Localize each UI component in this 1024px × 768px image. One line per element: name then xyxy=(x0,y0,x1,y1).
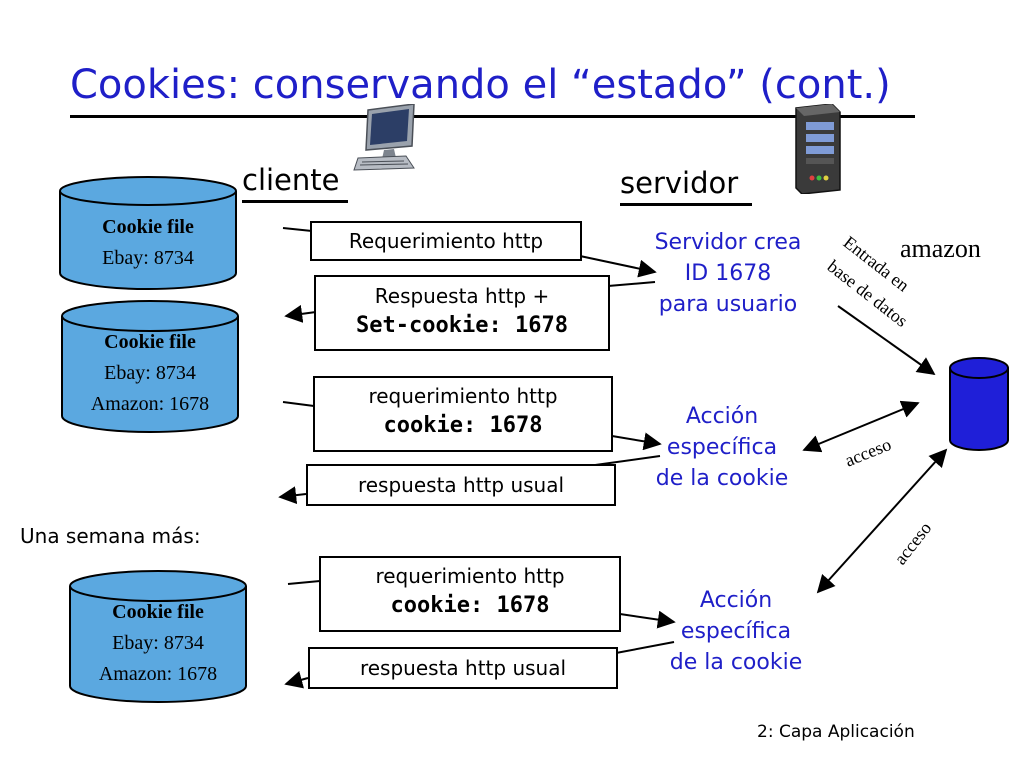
cookie-entry: Ebay: 8734 xyxy=(102,247,194,269)
req3-arrow-start xyxy=(287,580,321,585)
request-label: requerimiento http xyxy=(368,384,558,408)
req3-arrow xyxy=(619,610,676,629)
cookie-file-cylinder-2 xyxy=(61,300,239,433)
note-line: Servidor crea xyxy=(654,230,802,255)
entrada-arrow xyxy=(837,305,936,376)
response-set-cookie-box: Respuesta http + Set-cookie: 1678 xyxy=(314,275,610,351)
acceso2-arrow xyxy=(816,448,948,594)
request-label: requerimiento http xyxy=(375,564,565,588)
response-http-box-2: respuesta http usual xyxy=(306,464,616,506)
response-http-box-3: respuesta http usual xyxy=(308,647,618,689)
cookie-file-cylinder-3 xyxy=(69,570,247,703)
servidor-header: servidor xyxy=(620,166,739,200)
req1-arrow xyxy=(579,255,657,278)
note-line: Acción xyxy=(685,404,759,429)
response-label: respuesta http usual xyxy=(359,656,567,680)
resp3-arrow-start xyxy=(615,641,675,654)
set-cookie-header: Set-cookie: 1678 xyxy=(356,313,568,338)
resp1-arrow-start xyxy=(607,281,656,287)
cookie-header: cookie: 1678 xyxy=(390,593,550,618)
desktop-computer-icon xyxy=(353,104,415,171)
acceso1-arrow xyxy=(802,400,920,453)
cookie-file-heading: Cookie file xyxy=(112,601,204,623)
servidor-underline xyxy=(620,203,752,206)
response-label: respuesta http usual xyxy=(357,473,565,497)
note-line: de la cookie xyxy=(669,650,803,675)
cookie-entry: Amazon: 1678 xyxy=(90,393,210,415)
cliente-underline xyxy=(242,200,348,203)
footer-chapter: 2: Capa Aplicación xyxy=(757,722,915,742)
server-creates-id-note: Servidor crea ID 1678 para usuario xyxy=(628,227,828,320)
slide-title: Cookies: conservando el “estado” (cont.) xyxy=(70,62,891,108)
cookie-file-heading: Cookie file xyxy=(102,216,194,238)
cookie-entry: Ebay: 8734 xyxy=(104,362,196,384)
note-line: ID 1678 xyxy=(684,261,772,286)
cookie-action-note-1: Acción específica de la cookie xyxy=(622,401,822,494)
note-line: para usuario xyxy=(658,292,798,317)
cookie-header: cookie: 1678 xyxy=(383,413,543,438)
request-http-box-2: requerimiento http cookie: 1678 xyxy=(313,376,613,452)
cookie-action-note-2: Acción específica de la cookie xyxy=(636,585,836,678)
request-label: Requerimiento http xyxy=(348,229,544,253)
title-underline xyxy=(70,115,915,118)
resp2-arrow xyxy=(278,486,307,505)
one-week-later-label: Una semana más: xyxy=(20,524,201,548)
resp3-arrow xyxy=(284,671,309,689)
note-line: específica xyxy=(666,435,778,460)
cookie-file-1-text: Cookie file Ebay: 8734 xyxy=(58,212,238,274)
cliente-header: cliente xyxy=(242,163,340,197)
req1-arrow-start xyxy=(282,227,313,232)
response-label: Respuesta http + xyxy=(374,284,550,308)
server-tower-icon xyxy=(795,104,841,194)
cookie-entry: Amazon: 1678 xyxy=(98,663,218,685)
cookie-file-heading: Cookie file xyxy=(104,331,196,353)
req2-arrow xyxy=(611,432,662,451)
request-http-box-3: requerimiento http cookie: 1678 xyxy=(319,556,621,632)
database-cylinder-icon xyxy=(949,357,1009,451)
note-line: de la cookie xyxy=(655,466,789,491)
cookie-file-2-text: Cookie file Ebay: 8734 Amazon: 1678 xyxy=(60,327,240,420)
note-line: Acción xyxy=(699,588,773,613)
request-http-box-1: Requerimiento http xyxy=(310,221,582,261)
note-line: específica xyxy=(680,619,792,644)
cookie-file-3-text: Cookie file Ebay: 8734 Amazon: 1678 xyxy=(68,597,248,690)
resp1-arrow xyxy=(284,304,317,323)
cookie-entry: Ebay: 8734 xyxy=(112,632,204,654)
amazon-label: amazon xyxy=(900,234,981,263)
req2-arrow-start xyxy=(282,401,315,407)
cookie-file-cylinder-1 xyxy=(59,176,237,290)
